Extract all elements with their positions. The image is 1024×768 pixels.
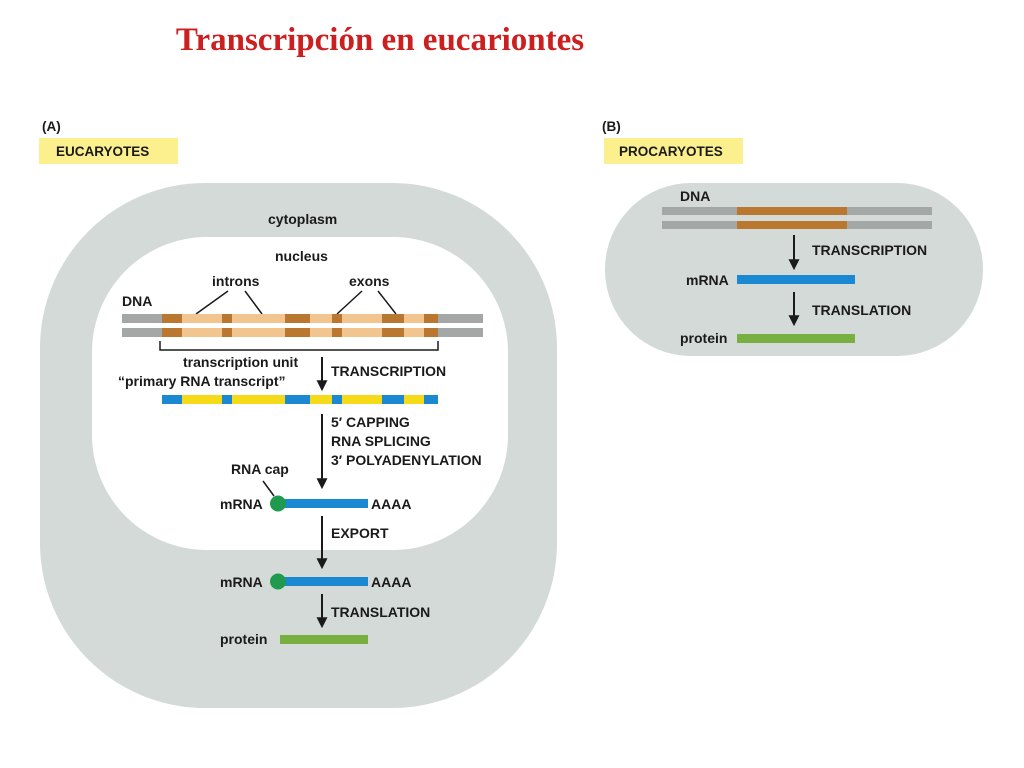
panel-a-header-bg — [39, 138, 178, 164]
mrna-strand-b — [737, 275, 855, 284]
rna-cap-icon — [270, 573, 286, 590]
primary-transcript-label: “primary RNA transcript” — [118, 373, 286, 389]
dna-label-b: DNA — [680, 188, 710, 204]
rna-cap-pointer-line — [262, 480, 275, 497]
panel-b-header-bg — [604, 138, 743, 164]
primary-rna-transcript — [162, 395, 438, 404]
introns-pointer-line — [244, 290, 263, 315]
transcription-label-b: TRANSCRIPTION — [812, 242, 927, 258]
protein-strand-b — [737, 334, 855, 343]
translation-label-a: TRANSLATION — [331, 604, 430, 620]
nucleus-label: nucleus — [275, 248, 328, 264]
introns-pointer-line — [195, 290, 229, 315]
mrna-strand-cytoplasm — [280, 577, 368, 586]
mrna-label-cytoplasm: mRNA — [220, 574, 263, 590]
cytoplasm-label: cytoplasm — [268, 211, 337, 227]
panel-a-letter: (A) — [42, 119, 61, 134]
export-label: EXPORT — [331, 525, 389, 541]
transcription-unit-label: transcription unit — [183, 354, 298, 370]
exons-pointer-line — [336, 290, 363, 315]
protein-strand-a — [280, 635, 368, 644]
exons-pointer-line — [377, 290, 397, 315]
poly-a-tail-cytoplasm: AAAA — [371, 574, 411, 590]
panel-b-letter: (B) — [602, 119, 621, 134]
mrna-label-b: mRNA — [686, 272, 729, 288]
polyadenylation-label: 3′ POLYADENYLATION — [331, 452, 482, 468]
mrna-label-nucleus: mRNA — [220, 496, 263, 512]
exons-label: exons — [349, 273, 390, 289]
rna-cap-label: RNA cap — [231, 461, 289, 477]
dna-label: DNA — [122, 293, 152, 309]
protein-label-b: protein — [680, 330, 727, 346]
panel-b-header: PROCARYOTES — [619, 144, 723, 159]
poly-a-tail-nucleus: AAAA — [371, 496, 411, 512]
protein-label-a: protein — [220, 631, 267, 647]
transcription-label-a: TRANSCRIPTION — [331, 363, 446, 379]
prokaryotic-dna — [662, 207, 932, 229]
transcription-unit-bracket — [159, 341, 439, 351]
eukaryotic-dna — [122, 314, 483, 337]
rna-cap-icon — [270, 495, 286, 512]
mrna-strand-nucleus — [280, 499, 368, 508]
panel-a-header: EUCARYOTES — [56, 144, 149, 159]
slide-title: Transcripción en eucariontes — [175, 22, 585, 58]
capping-label: 5′ CAPPING — [331, 414, 410, 430]
translation-label-b: TRANSLATION — [812, 302, 911, 318]
splicing-label: RNA SPLICING — [331, 433, 431, 449]
introns-label: introns — [212, 273, 260, 289]
